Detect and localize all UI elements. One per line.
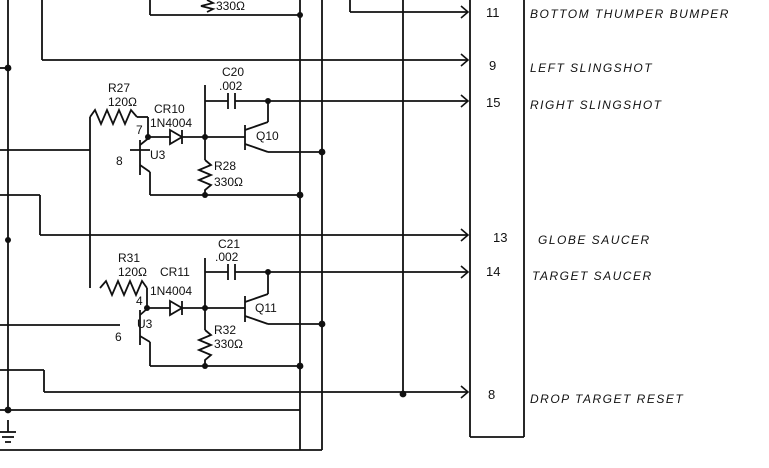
u3-upper-pin-b: 8	[116, 154, 123, 168]
top-resistor: 330Ω	[149, 0, 303, 18]
c21-ref: C21	[218, 237, 240, 251]
right-rails	[299, 0, 407, 450]
c20-ref: C20	[222, 65, 244, 79]
signal-right-slingshot: RIGHT SLINGSHOT	[530, 98, 663, 112]
r28-ref: R28	[214, 159, 236, 173]
pin-bottom-thumper-bumper: 11	[486, 5, 500, 20]
r27-ref: R27	[108, 81, 130, 95]
signal-target-saucer: TARGET SAUCER	[532, 269, 653, 283]
pin-globe-saucer: 13	[493, 230, 507, 245]
c21-value: .002	[215, 250, 239, 264]
cr10-ref: CR10	[154, 102, 185, 116]
u3-lower-label: U3	[137, 317, 153, 331]
left-bus-lines	[0, 0, 322, 451]
pin-left-slingshot: 9	[489, 58, 496, 73]
r28-value: 330Ω	[214, 175, 243, 189]
q11-label: Q11	[255, 301, 277, 315]
signal-bottom-thumper-bumper: BOTTOM THUMPER BUMPER	[530, 7, 730, 21]
q10-label: Q10	[256, 129, 279, 143]
cr11-ref: CR11	[160, 265, 190, 279]
pin-right-slingshot: 15	[486, 95, 500, 110]
u3-lower-pin-a: 4	[136, 294, 143, 308]
output-connector	[469, 0, 525, 438]
signal-globe-saucer: GLOBE SAUCER	[538, 233, 651, 247]
r32-ref: R32	[214, 323, 236, 337]
connector-labels: 11 BOTTOM THUMPER BUMPER 9 LEFT SLINGSHO…	[486, 5, 730, 406]
r31-value: 120Ω	[118, 265, 147, 279]
pin-target-saucer: 14	[486, 264, 500, 279]
cr10-part: 1N4004	[150, 116, 192, 130]
u3-upper-pin-a: 7	[136, 123, 143, 137]
u3-lower-pin-b: 6	[115, 330, 122, 344]
driver-lower: R31 120Ω CR11 1N4004 C21 .002 R32 330Ω Q…	[89, 235, 326, 370]
cr11-part: 1N4004	[150, 284, 192, 298]
r32-value: 330Ω	[214, 337, 243, 351]
driver-upper: R27 120Ω CR10 1N4004 C20 .002 R28 330Ω Q…	[89, 65, 326, 235]
r31-ref: R31	[118, 251, 140, 265]
signal-left-slingshot: LEFT SLINGSHOT	[530, 61, 653, 75]
c20-value: .002	[219, 79, 243, 93]
signal-lines	[40, 5, 470, 399]
u3-upper-label: U3	[150, 148, 166, 162]
top-resistor-value: 330Ω	[216, 0, 245, 13]
r27-value: 120Ω	[108, 95, 137, 109]
signal-drop-target-reset: DROP TARGET RESET	[530, 392, 684, 406]
pin-drop-target-reset: 8	[488, 387, 495, 402]
